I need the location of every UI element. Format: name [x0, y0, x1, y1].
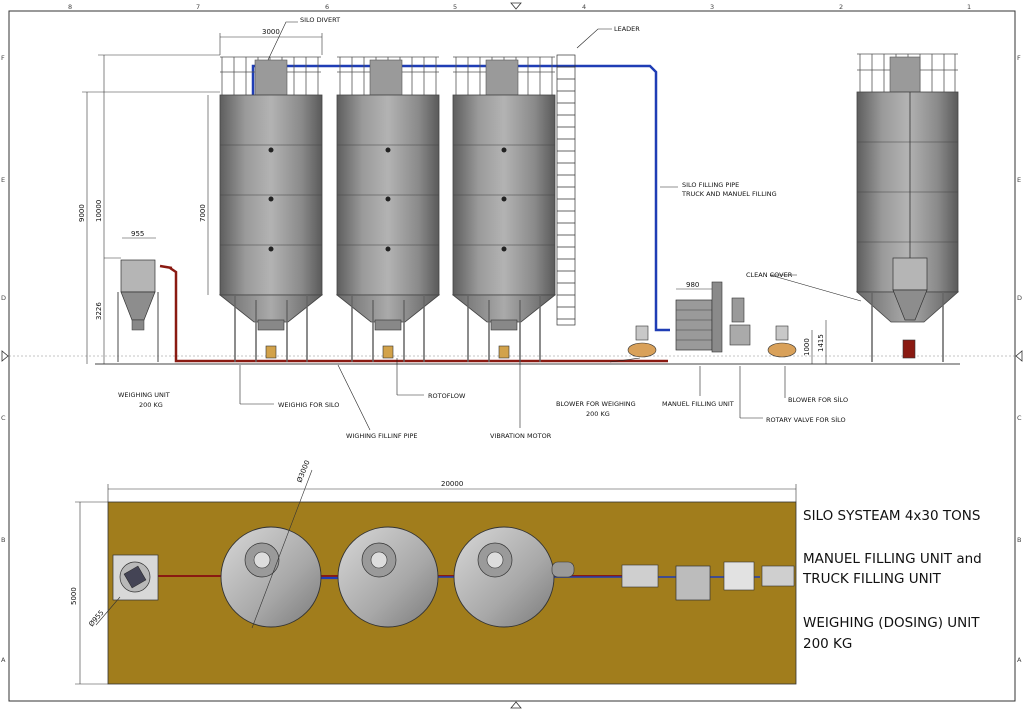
grid-col-label: 4	[582, 3, 586, 11]
label-leader: LEADER	[614, 25, 640, 33]
label-weighing-for-silo: WEIGHIG FOR SILO	[278, 401, 339, 409]
grid-row-labels: F E D C B A F E D C B A	[1, 54, 1022, 664]
plan-silo-3	[453, 526, 555, 628]
grid-row-label: A	[1, 656, 6, 664]
silo-3	[451, 56, 557, 362]
grid-row-label: D	[1017, 294, 1022, 302]
plan-blower-weighing	[621, 564, 659, 588]
weighing-unit	[117, 259, 159, 362]
grid-col-label: 8	[68, 3, 72, 11]
dim-blower-height: 1000	[803, 338, 811, 356]
label-weighing-unit: WEIGHING UNIT	[118, 391, 170, 399]
title-line-5: 200 KG	[803, 636, 852, 652]
grid-row-label: A	[1017, 656, 1022, 664]
dim-plan-weigher-diameter: Ø955	[87, 609, 105, 629]
grid-row-label: F	[1, 54, 5, 62]
ladder	[556, 54, 576, 326]
elevation-view: SILO DIVERT LEADER SILO FILLING PIPE TRU…	[78, 16, 960, 440]
dim-total-height: 10000	[95, 200, 103, 222]
label-manuel-filling-unit: MANUEL FILLING UNIT	[662, 400, 734, 408]
label-silo-divert: SILO DIVERT	[300, 16, 340, 24]
grid-col-label: 7	[196, 3, 200, 11]
label-rotoflow: ROTOFLOW	[428, 392, 466, 400]
label-vibration-motor: VIBRATION MOTOR	[490, 432, 552, 440]
grid-row-label: E	[1017, 176, 1021, 184]
elevation-dimensions	[82, 33, 827, 364]
grid-row-label: C	[1, 414, 6, 422]
manuel-filling-unit	[675, 281, 751, 353]
dim-silo-diameter: 3000	[262, 28, 280, 36]
title-line-2: MANUEL FILLING UNIT and	[803, 551, 982, 567]
label-clean-cover: CLEAN COVER	[746, 271, 793, 279]
title-line-4: WEIGHING (DOSING) UNIT	[803, 615, 980, 631]
silo-filling-pipe	[251, 64, 670, 332]
dim-total-length: 20000	[441, 480, 463, 488]
plan-silo-2	[337, 526, 439, 628]
grid-row-label: B	[1, 536, 5, 544]
grid-row-label: E	[1, 176, 5, 184]
plan-blower-silo	[761, 565, 795, 587]
callout-leaders	[239, 21, 862, 431]
plan-weighing-unit	[112, 554, 159, 601]
grid-col-label: 2	[839, 3, 843, 11]
grid-col-label: 3	[710, 3, 714, 11]
grid-col-label: 6	[325, 3, 329, 11]
dim-hopper-width: 955	[131, 230, 144, 238]
dim-total-width: 5000	[70, 587, 78, 605]
grid-row-label: B	[1017, 536, 1021, 544]
label-silo-filling-pipe-detail: TRUCK AND MANUEL FILLING	[681, 190, 777, 198]
grid-col-label: 1	[967, 3, 971, 11]
grid-row-label: C	[1017, 414, 1022, 422]
label-blower-for-weighing-capacity: 200 KG	[586, 410, 610, 418]
dim-weigher-height: 3226	[95, 302, 103, 320]
title-line-3: TRUCK FILLING UNIT	[802, 571, 942, 587]
title-line-1: SILO SYSTEAM 4x30 TONS	[803, 508, 980, 524]
plan-manuel-filling-unit	[675, 565, 711, 601]
grid-row-label: D	[1, 294, 6, 302]
label-rotary-valve: ROTARY VALVE FOR SİLO	[766, 415, 846, 424]
grid-col-label: 5	[453, 3, 457, 11]
weighing-filling-pipe	[169, 266, 668, 363]
label-blower-for-silo: BLOWER FOR SİLO	[788, 395, 848, 404]
dim-plan-silo-diameter: Ø3000	[295, 459, 311, 484]
plan-view: 20000 5000 Ø3000 Ø955	[70, 459, 797, 685]
silo-4	[855, 53, 960, 362]
dim-silo-body-height: 7000	[199, 204, 207, 222]
label-blower-for-weighing: BLOWER FOR WEIGHING	[556, 400, 636, 408]
blower-for-weighing	[627, 325, 657, 358]
plan-rotary-valve	[723, 561, 755, 591]
blower-for-silo	[767, 325, 797, 358]
dim-valve-height: 1415	[817, 334, 825, 352]
dim-manuel-unit-width: 980	[686, 281, 699, 289]
silo-1	[218, 56, 324, 362]
silo-2	[335, 56, 441, 362]
plan-dimensions	[75, 469, 797, 685]
label-silo-filling-pipe: SILO FILLING PIPE	[682, 181, 739, 189]
grid-row-label: F	[1017, 54, 1021, 62]
grid-column-labels: 8 7 6 5 4 3 2 1	[68, 3, 971, 11]
title-block: SILO SYSTEAM 4x30 TONS MANUEL FILLING UN…	[802, 508, 982, 652]
plan-silo-1	[220, 526, 322, 628]
label-weighing-unit-capacity: 200 KG	[139, 401, 163, 409]
label-weighing-filling-pipe: WIGHING FILLINF PIPE	[346, 432, 418, 440]
dim-overall-height: 9000	[78, 204, 86, 222]
